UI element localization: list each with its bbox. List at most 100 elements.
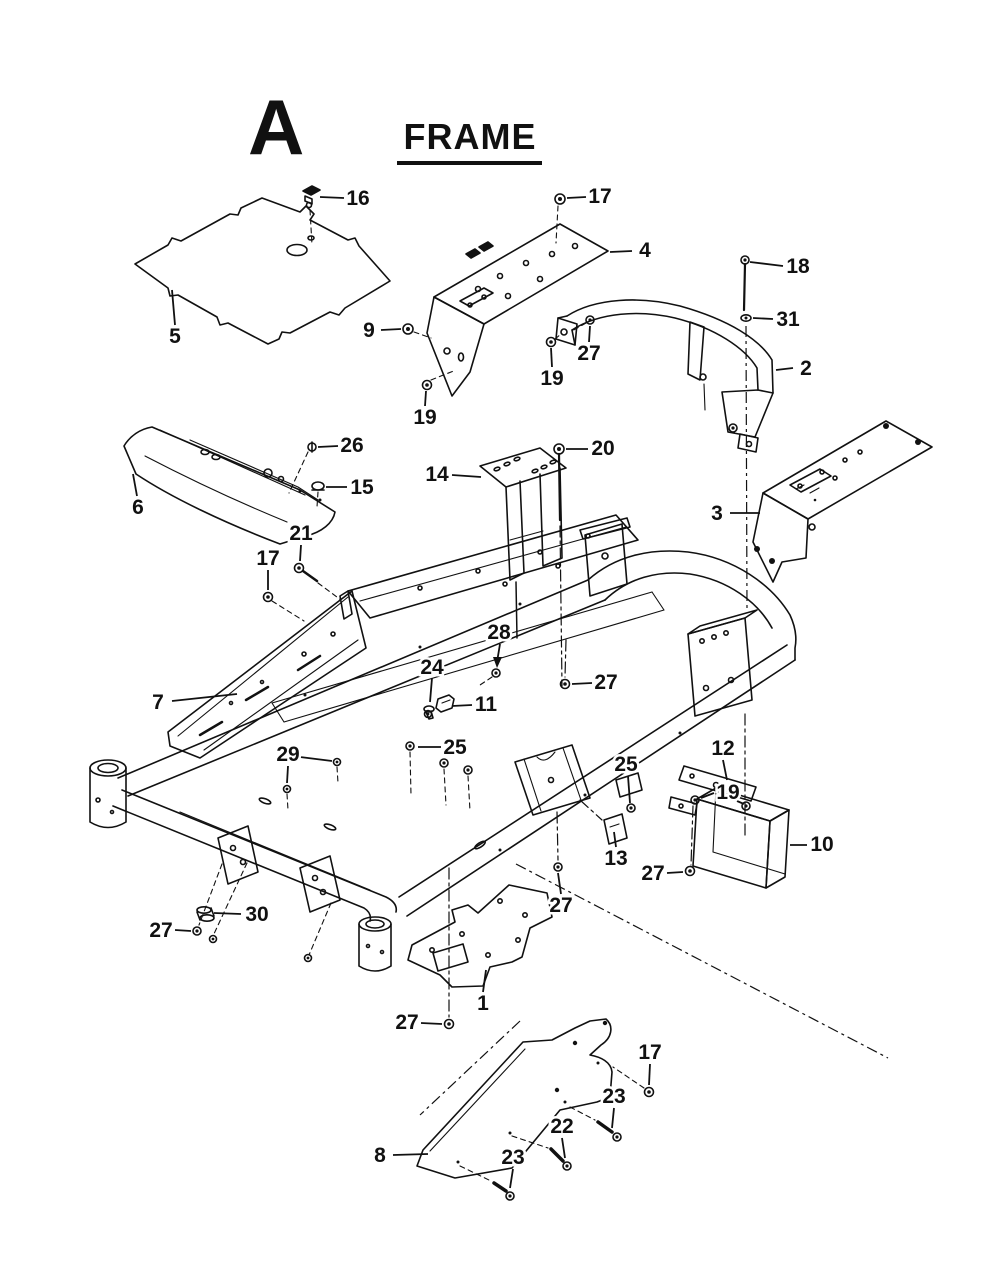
leader-27: [420, 1022, 443, 1025]
callout-6: 6: [132, 496, 144, 519]
figure-title: FRAME: [403, 116, 537, 157]
callout-27: 27: [577, 342, 600, 365]
callout-17: 17: [256, 547, 279, 570]
centerline-18: [745, 325, 748, 611]
pin-22-icon: [511, 1135, 572, 1171]
leader-6: [132, 473, 138, 497]
part-10-box: [668, 787, 790, 889]
callout-18: 18: [786, 255, 810, 278]
part-3-bracket-panel: [752, 420, 933, 583]
callout-15: 15: [350, 476, 374, 499]
callout-17: 17: [588, 185, 611, 208]
leader-4: [609, 250, 633, 253]
callout-9: 9: [363, 319, 375, 342]
leader-5: [171, 289, 176, 326]
plug-15-icon: [311, 481, 325, 508]
screw-17-left-icon: [262, 591, 305, 622]
callout-27: 27: [641, 862, 664, 885]
callout-27: 27: [149, 919, 172, 942]
callout-19: 19: [716, 781, 739, 804]
part-2-support-bracket: [555, 299, 774, 453]
leader-23: [509, 1168, 514, 1189]
callout-3: 3: [711, 502, 723, 525]
callout-31: 31: [776, 308, 800, 331]
callout-13: 13: [604, 847, 627, 870]
callout-27: 27: [395, 1011, 418, 1034]
leader-19: [424, 390, 427, 407]
leader-29: [286, 765, 289, 784]
leader-11: [451, 704, 473, 707]
leader-17: [566, 196, 587, 199]
callout-10: 10: [810, 833, 833, 856]
callout-16: 16: [346, 187, 369, 210]
nut-28-icon: [479, 668, 501, 686]
callout-27: 27: [549, 894, 572, 917]
part-31-nut: [740, 313, 752, 322]
leader-27: [666, 871, 684, 874]
construction-lines: [419, 863, 889, 1116]
part-8-side-plate: [416, 1018, 613, 1179]
callout-8: 8: [374, 1144, 386, 1167]
leader-23: [611, 1107, 615, 1129]
part-13-bracket: [579, 799, 628, 845]
leader-31: [752, 317, 774, 320]
leader-25: [627, 775, 631, 804]
callout-21: 21: [289, 522, 313, 545]
leader-27: [557, 872, 562, 895]
callout-23: 23: [501, 1146, 524, 1169]
leader-30: [213, 912, 242, 915]
leader-12: [722, 759, 728, 781]
callout-2: 2: [800, 357, 812, 380]
screws-25-left-icons: [405, 741, 473, 812]
main-frame-weldment: [89, 514, 797, 972]
leader-14: [451, 474, 482, 478]
leader-19: [700, 792, 715, 799]
leader-27: [571, 682, 593, 685]
screws-29-icons: [282, 757, 342, 811]
callout-12: 12: [711, 737, 734, 760]
callout-5: 5: [169, 325, 181, 348]
leader-19: [736, 800, 745, 805]
callout-20: 20: [591, 437, 614, 460]
nuts-27-front-icons: [192, 926, 313, 963]
leader-7: [171, 693, 238, 702]
nut-19-part2-icon: [545, 333, 562, 348]
section-letter: A: [248, 83, 305, 171]
part-30-spacer: [196, 862, 332, 956]
bolt-27-center-icon: [553, 811, 563, 872]
part-11-clip: [423, 694, 455, 719]
callout-30: 30: [245, 903, 268, 926]
nut-9-icon: [402, 323, 432, 339]
bolt-20-icon: [553, 443, 565, 687]
callout-17: 17: [638, 1041, 661, 1064]
callout-27: 27: [594, 671, 617, 694]
part-4-bracket-panel: [426, 223, 609, 397]
callout-25: 25: [614, 753, 638, 776]
leader-19: [550, 347, 553, 368]
leader-26: [317, 445, 339, 448]
leader-16: [319, 196, 345, 199]
leader-1: [482, 969, 487, 993]
nut-27-mid-icon: [559, 639, 571, 690]
arrowhead-28: [493, 657, 502, 668]
callout-26: 26: [340, 434, 363, 457]
part-6-deflector: [123, 426, 336, 545]
leader-21: [299, 544, 302, 562]
screw-25-right-icon: [626, 803, 636, 813]
leader-17: [648, 1063, 651, 1086]
callout-1: 1: [477, 992, 489, 1015]
leader-27: [588, 325, 591, 343]
nut-17-bottom-icon: [612, 1066, 655, 1098]
callout-24: 24: [420, 656, 444, 679]
leader-13: [613, 831, 617, 848]
part-1-bottom-plate: [407, 884, 553, 988]
part-5-floor-plate: [134, 197, 391, 345]
screw-26-icon: [288, 441, 317, 494]
bolt-21-icon: [293, 562, 342, 601]
callout-22: 22: [550, 1115, 573, 1138]
part-16-fitting: [302, 185, 321, 246]
leader-27: [174, 929, 192, 932]
